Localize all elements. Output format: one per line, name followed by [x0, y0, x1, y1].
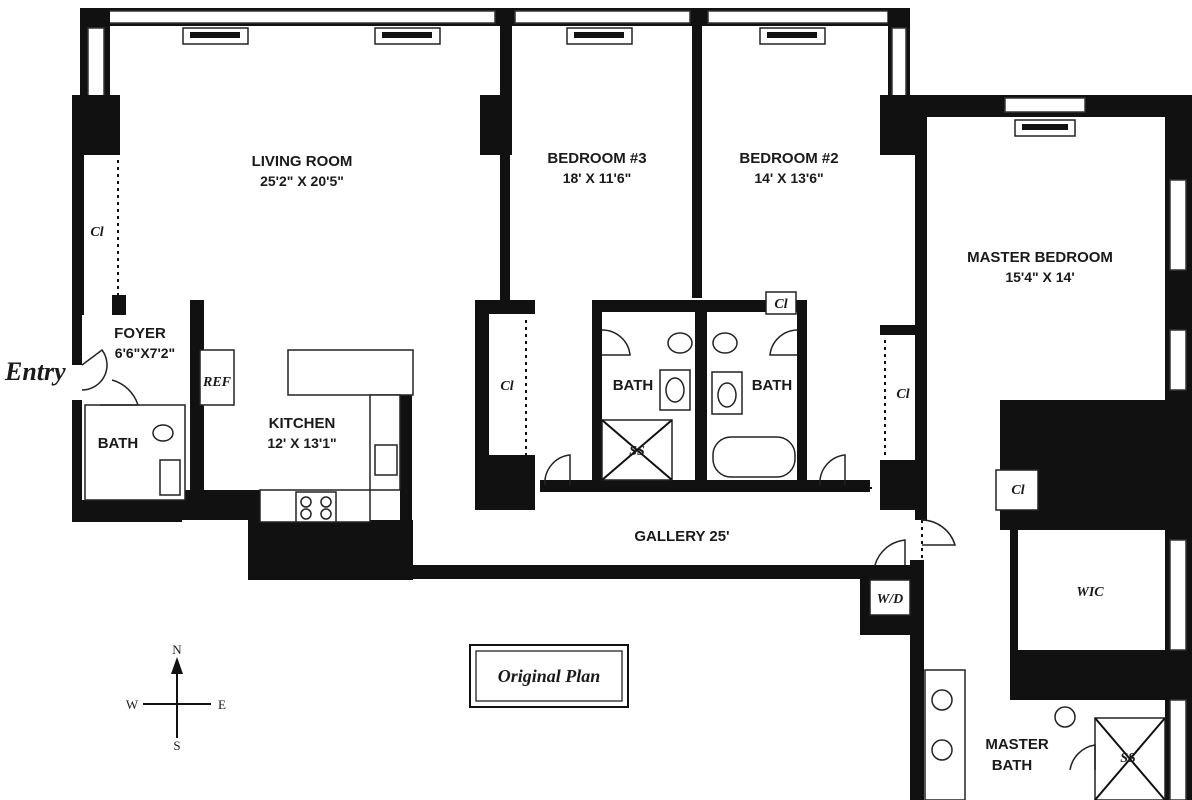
compass-e: E: [218, 697, 226, 712]
kitchen-dims: 12' X 13'1": [267, 435, 336, 451]
master-bath-label-line2: BATH: [992, 757, 1033, 774]
bedroom-2-name: BEDROOM #2: [739, 150, 838, 167]
foyer-name: FOYER: [114, 325, 166, 342]
bath-right-label: BATH: [752, 377, 793, 394]
closet-label-master: Cl: [1011, 483, 1024, 498]
master-bath-label-line1: MASTER: [985, 736, 1049, 753]
master-bedroom-dims: 15'4" X 14': [1005, 269, 1074, 285]
entry-label: Entry: [4, 357, 66, 386]
master-bedroom-name: MASTER BEDROOM: [967, 249, 1113, 266]
plan-label: Original Plan: [498, 666, 601, 686]
bath-left-label: BATH: [613, 377, 654, 394]
room-labels: LIVING ROOM 25'2" X 20'5" BEDROOM #3 18'…: [98, 150, 1113, 774]
ref-label: REF: [202, 375, 232, 390]
compass-w: W: [126, 697, 139, 712]
closet-label-living: Cl: [90, 225, 103, 240]
compass-n: N: [172, 642, 182, 657]
bedroom-3-dims: 18' X 11'6": [563, 170, 632, 186]
closet-label-bedroom-2: Cl: [896, 387, 909, 402]
foyer-dims: 6'6"X7'2": [115, 345, 175, 361]
washer-dryer-label: W/D: [877, 592, 903, 607]
gallery-label: GALLERY 25': [634, 528, 729, 545]
bath-foyer-label: BATH: [98, 435, 139, 452]
bedroom-3-name: BEDROOM #3: [547, 150, 646, 167]
closet-label-bath: Cl: [774, 297, 787, 312]
fixtures: [81, 27, 1166, 800]
walk-in-closet-label: WIC: [1076, 585, 1104, 600]
shower-label-master-bath: SS: [1120, 751, 1136, 766]
kitchen-name: KITCHEN: [269, 415, 336, 432]
closet-label-bedroom-3: Cl: [500, 379, 513, 394]
living-room-dims: 25'2" X 20'5": [260, 173, 344, 189]
compass-arrow-icon: [171, 657, 183, 674]
small-labels: Entry Cl Cl Cl Cl Cl REF SS SS W/D WIC: [4, 225, 1136, 766]
living-room-name: LIVING ROOM: [252, 153, 353, 170]
compass-s: S: [173, 738, 180, 753]
plan-label-box: Original Plan: [469, 644, 629, 708]
compass: N S W E: [126, 642, 226, 753]
bedroom-2-dims: 14' X 13'6": [754, 170, 823, 186]
shower-label-bath: SS: [629, 444, 645, 459]
